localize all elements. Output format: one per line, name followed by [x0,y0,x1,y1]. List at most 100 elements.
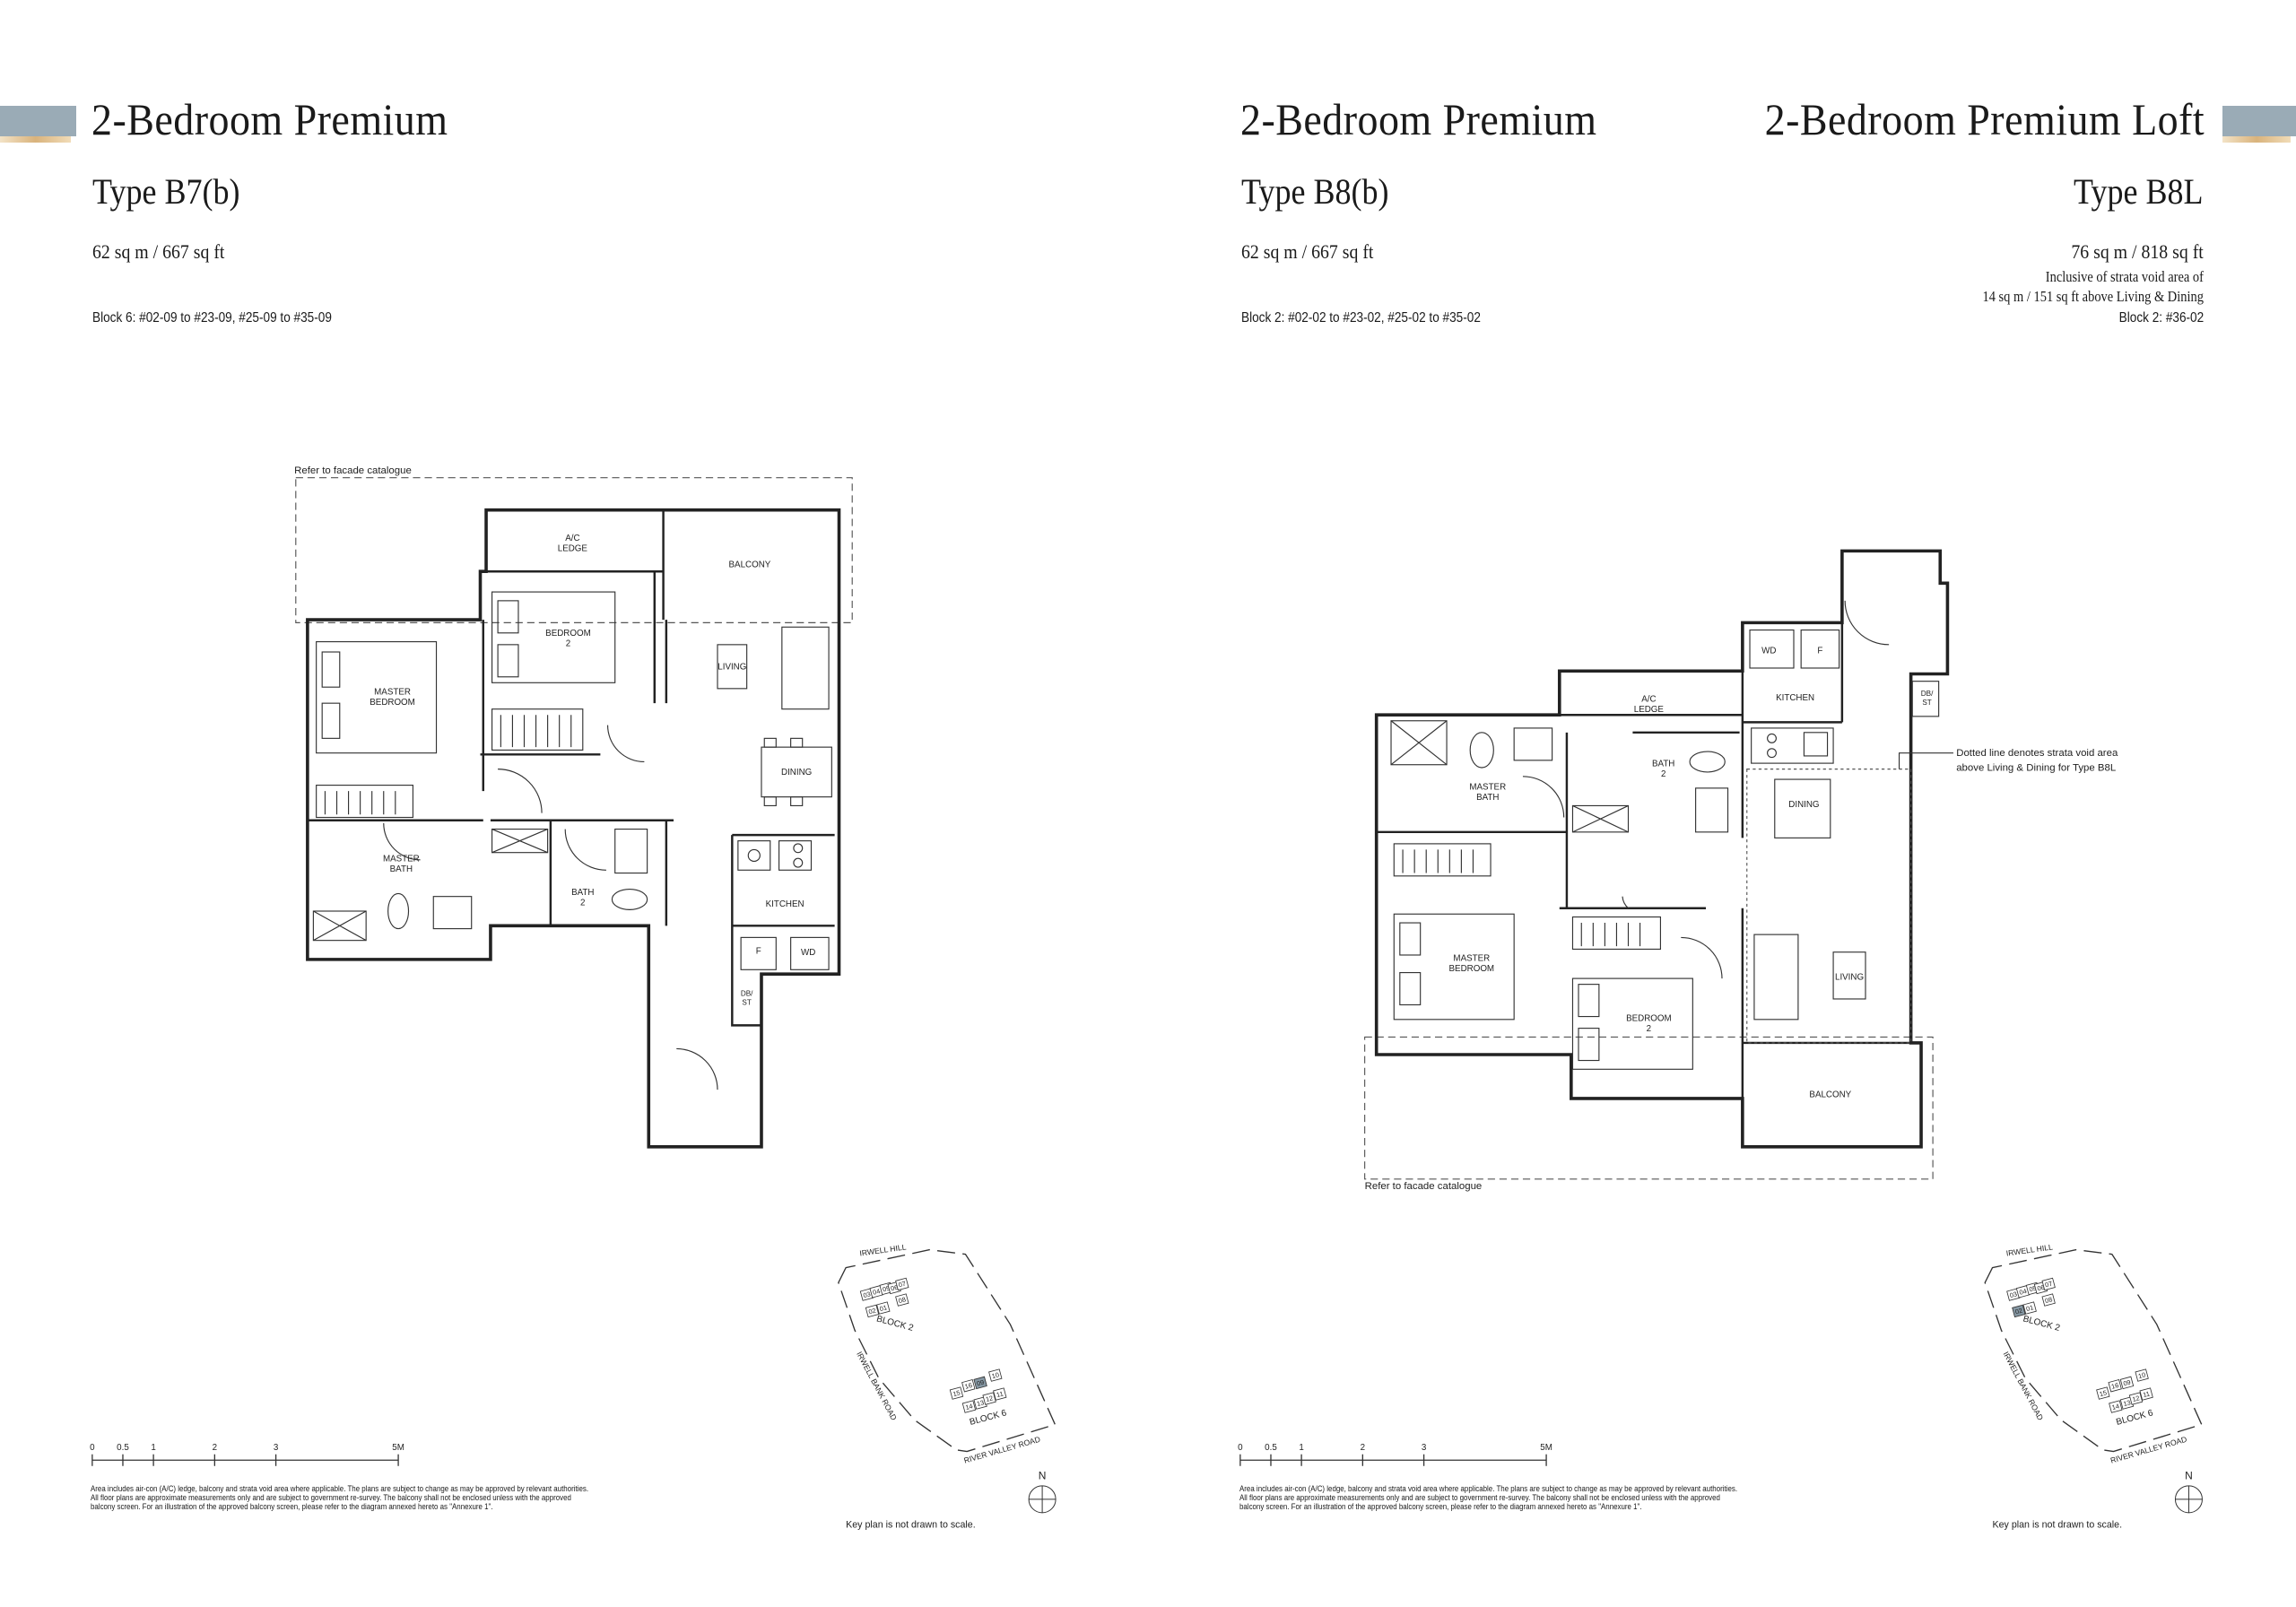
page-title-loft: 2-Bedroom Premium Loft [1764,94,2205,144]
key-plan-unit: 16 [2108,1379,2122,1393]
scale-bar-tick-label: 2 [1361,1443,1365,1453]
svg-text:13: 13 [2122,1398,2131,1408]
room-label-kitchen: KITCHEN [1776,693,1814,703]
svg-text:16: 16 [964,1381,973,1391]
scale-bar-tick-label: 3 [1422,1443,1427,1453]
road-label-irwell-bank-road: IRWELL BANK ROAD [855,1351,899,1422]
road-label-river-valley-road: RIVER VALLEY ROAD [2109,1435,2188,1465]
unit-outline [306,508,841,1149]
footnote-left: Area includes air-con (A/C) ledge, balco… [91,1484,588,1511]
loft-void-note-line: 14 sq m / 151 sq ft above Living & Dinin… [1982,288,2204,305]
strata-void-outline [1746,769,1912,1044]
svg-text:15: 15 [2099,1388,2108,1398]
key-plan-unit: 09 [2119,1376,2135,1390]
key-plan-unit: 10 [2135,1368,2149,1382]
unit-area-loft: 76 sq m / 818 sq ft [2071,240,2204,263]
room-label-living: LIVING [1835,973,1864,983]
unit-area: 62 sq m / 667 sq ft [92,240,225,263]
room-label-kitchen: KITCHEN [766,899,804,909]
key-plan-unit: 10 [988,1368,1003,1382]
unit-type-b8: Type B8(b) [1241,171,1389,212]
svg-text:04: 04 [2018,1287,2027,1297]
footnote-line: Area includes air-con (A/C) ledge, balco… [1239,1484,1738,1493]
road-label-irwell-hill: IRWELL HILL [2005,1242,2054,1257]
loft-void-note-line: Inclusive of strata void area of [2045,268,2204,285]
scale-bar-tick-label: 5M [392,1443,404,1453]
key-plan-unit: 15 [949,1386,964,1400]
footnote-line: All floor plans are approximate measurem… [1239,1493,1720,1502]
svg-text:16: 16 [2110,1381,2119,1391]
right-accent-tab [2222,106,2296,143]
unit-outline [1374,549,1950,1149]
room-label-balcony: BALCONY [1809,1090,1851,1099]
site-boundary [838,1248,1057,1453]
room-label-washer-dryer: WD [1761,647,1776,656]
svg-text:12: 12 [2131,1394,2140,1403]
key-plan-unit: 03 [2006,1288,2021,1301]
page-title: 2-Bedroom Premium [91,94,448,144]
left-accent-tab [0,106,76,143]
key-plan-left: IRWELL HILL IRWELL BANK ROAD RIVER VALLEY … [838,1242,1057,1531]
unit-type: Type B7(b) [92,171,240,212]
scale-bar-tick-label: 1 [1299,1443,1303,1453]
svg-text:15: 15 [952,1388,961,1398]
room-label-fridge: F [756,946,761,956]
site-boundary [1984,1248,2203,1453]
scale-bar-tick-label: 2 [213,1443,217,1453]
unit-area-b8: 62 sq m / 667 sq ft [1241,240,1374,263]
interior-walls [307,509,835,1027]
svg-text:11: 11 [996,1389,1004,1399]
road-label-river-valley-road: RIVER VALLEY ROAD [963,1435,1042,1465]
unit-blocks: Block 6: #02-09 to #23-09, #25-09 to #35… [92,310,332,326]
svg-text:06: 06 [2036,1283,2045,1293]
svg-text:01: 01 [879,1303,888,1313]
svg-text:03: 03 [2009,1290,2018,1299]
scale-bar-tick-label: 5M [1540,1443,1552,1453]
svg-text:03: 03 [862,1290,871,1299]
scale-bar-tick-label: 0.5 [1265,1443,1277,1453]
road-label-irwell-hill: IRWELL HILL [859,1242,908,1257]
key-plan-unit: 12 [982,1392,996,1405]
facade-note: Refer to facade catalogue [294,465,412,476]
key-plan-unit: 08 [895,1293,909,1307]
svg-text:10: 10 [991,1370,1000,1380]
key-plan-unit: 14 [961,1400,977,1413]
north-label: N [2185,1470,2193,1482]
svg-text:10: 10 [2137,1370,2146,1380]
svg-text:01: 01 [2025,1303,2034,1313]
key-plan-unit: 16 [961,1379,976,1393]
svg-text:06: 06 [890,1283,899,1293]
svg-text:08: 08 [898,1295,907,1305]
svg-text:02: 02 [867,1307,876,1316]
svg-text:11: 11 [2142,1389,2151,1399]
key-plan-unit: 01 [876,1301,891,1315]
scale-bar-tick-label: 3 [274,1443,279,1453]
block-2-label: BLOCK 2 [2022,1314,2061,1333]
room-label-washer-dryer: WD [801,948,815,958]
furniture [1390,600,1940,1070]
key-plan-unit: 07 [895,1277,909,1291]
key-plan-unit: 02 [865,1304,880,1318]
scale-bar-tick-label: 0.5 [117,1443,129,1453]
key-plan-unit: 01 [2022,1301,2037,1315]
svg-text:14: 14 [964,1402,973,1412]
room-label-dining: DINING [781,768,812,777]
block-6-label: BLOCK 6 [2115,1408,2154,1428]
svg-text:04: 04 [872,1287,881,1297]
key-plan-unit-highlighted: 09 [973,1376,987,1390]
key-plan-unit: 11 [2139,1387,2153,1401]
key-plan-unit: 14 [2109,1400,2123,1413]
